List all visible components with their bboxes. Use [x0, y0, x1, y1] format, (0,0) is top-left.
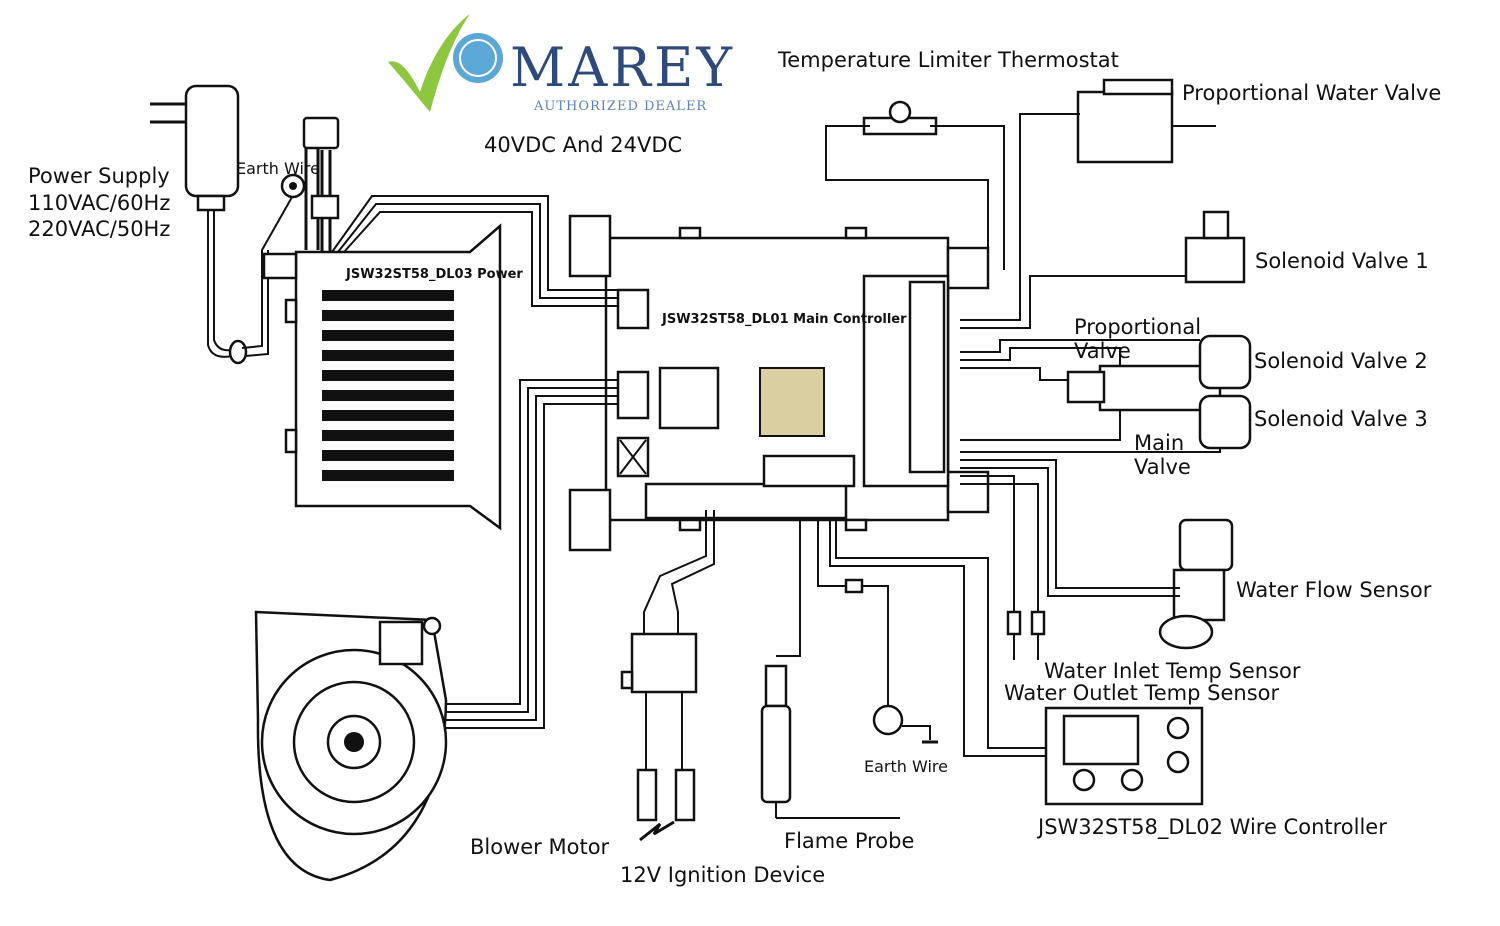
earth-wire-top [280, 116, 340, 252]
heatsink-fin [322, 410, 454, 421]
power-supply-label: Power Supply [28, 164, 170, 188]
main-valve-label-2: Valve [1134, 455, 1191, 479]
flame-probe-label: Flame Probe [784, 829, 914, 853]
earth-wire-bottom-label: Earth Wire [864, 757, 948, 776]
main-controller-label: JSW32ST58_DL01 Main Controller [661, 312, 907, 327]
blower-motor-label: Blower Motor [470, 835, 610, 859]
water-inlet-sensor-label: Water Inlet Temp Sensor [1044, 659, 1301, 683]
flame-probe [760, 518, 900, 819]
prop-water-valve-label: Proportional Water Valve [1182, 81, 1441, 105]
heatsink-fin [322, 350, 454, 361]
gas-valve-assembly [960, 334, 1252, 453]
heatsink-fin [322, 290, 454, 301]
power-board [262, 223, 502, 531]
harness-blower [436, 379, 618, 729]
heatsink-fin [322, 310, 454, 321]
voltage-note: 40VDC And 24VDC [484, 133, 682, 157]
brand-logo: MAREY AUTHORIZED DEALER [388, 14, 735, 114]
wire-controller [829, 518, 1204, 806]
main-valve-label-1: Main [1134, 431, 1184, 455]
check-mark-icon [388, 14, 470, 112]
wire-controller-label: JSW32ST58_DL02 Wire Controller [1036, 815, 1387, 840]
brand-name: MAREY [510, 36, 735, 99]
harness-power-to-main [331, 195, 618, 307]
power-plug [150, 84, 297, 365]
solenoid-2-label: Solenoid Valve 2 [1254, 349, 1428, 373]
water-flow-sensor [960, 459, 1234, 650]
solenoid-1-label: Solenoid Valve 1 [1255, 249, 1429, 273]
prop-water-valve [960, 78, 1216, 321]
temp-limiter [825, 100, 1005, 270]
power-supply-spec-2: 220VAC/50Hz [28, 217, 170, 241]
solenoid-valve-1 [960, 210, 1246, 329]
main-controller [568, 214, 990, 552]
prop-valve-label-2: Valve [1074, 339, 1131, 363]
heatsink-fin [322, 450, 454, 461]
blower-motor [254, 610, 448, 882]
brand-tagline: AUTHORIZED DEALER [533, 99, 707, 114]
prop-valve-label-1: Proportional [1074, 315, 1201, 339]
solenoid-3-label: Solenoid Valve 3 [1254, 407, 1428, 431]
spark-icon [639, 820, 675, 842]
power-board-label: JSW32ST58_DL03 Power [345, 267, 523, 282]
power-supply-spec-1: 110VAC/60Hz [28, 191, 170, 215]
ignition-label: 12V Ignition Device [620, 863, 825, 887]
earth-wire-bottom [817, 518, 938, 744]
heatsink-fin [322, 370, 454, 381]
chip-logo-icon [759, 367, 825, 437]
heatsink-fin [322, 330, 454, 341]
water-temp-sensors [960, 475, 1046, 660]
heatsink-fin [322, 470, 454, 481]
water-outlet-sensor-label: Water Outlet Temp Sensor [1004, 681, 1279, 705]
water-flow-sensor-label: Water Flow Sensor [1236, 578, 1432, 602]
ignition-device [620, 510, 715, 842]
earth-wire-top-label: Earth Wire [236, 159, 320, 178]
heatsink-fin [322, 430, 454, 441]
heatsink-fin [322, 390, 454, 401]
temp-limiter-label: Temperature Limiter Thermostat [777, 48, 1119, 72]
